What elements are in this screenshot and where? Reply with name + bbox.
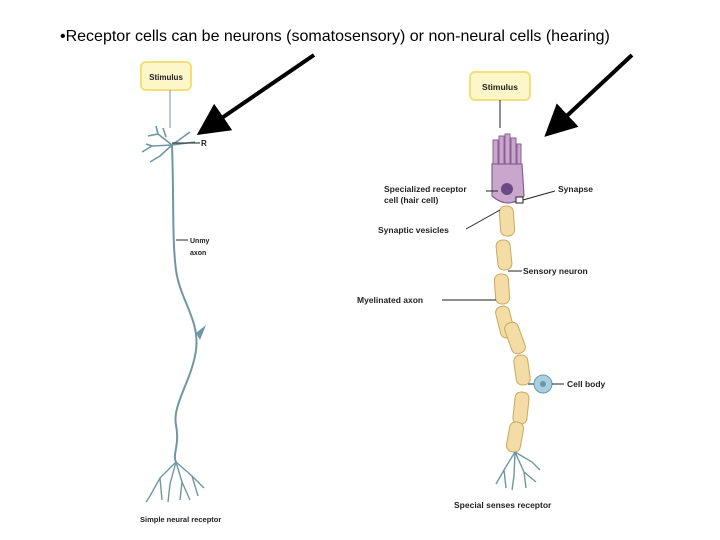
left-pointer-arrow	[196, 53, 316, 136]
slide-bullet-text: •Receptor cells can be neurons (somatose…	[60, 28, 610, 45]
right-figure: Stimulus	[357, 71, 606, 510]
receptor-cell-label-2: cell (hair cell)	[384, 195, 438, 205]
hair-cell-nucleus	[501, 183, 513, 195]
right-label-pointers	[442, 190, 564, 385]
left-axon-label-2: axon	[190, 250, 206, 257]
left-figure: Stimulus R Unmy axon	[140, 61, 221, 524]
synapse-box	[515, 196, 524, 204]
left-axon-branch	[196, 325, 206, 340]
left-axon-terminals	[145, 461, 205, 503]
left-receptor-label: R	[201, 139, 207, 148]
right-stimulus-label: Stimulus	[482, 82, 518, 92]
myelinated-axon-segments	[493, 205, 531, 453]
hair-cell-stereocilia	[492, 133, 522, 165]
left-caption: Simple neural receptor	[140, 515, 221, 524]
left-free-nerve-endings	[141, 125, 196, 163]
right-pointer-arrow	[544, 53, 634, 137]
myelinated-axon-label: Myelinated axon	[357, 295, 423, 305]
sensory-neuron-label: Sensory neuron	[523, 266, 588, 276]
synaptic-vesicles-label: Synaptic vesicles	[378, 225, 449, 235]
left-stimulus-label: Stimulus	[149, 73, 183, 82]
synapse-label: Synapse	[558, 184, 593, 194]
left-axon	[171, 144, 198, 463]
left-stimulus-box	[140, 61, 192, 91]
cell-body-label: Cell body	[567, 379, 606, 389]
receptor-cell-label-1: Specialized receptor	[384, 184, 467, 194]
right-caption: Special senses receptor	[454, 500, 552, 510]
right-axon-terminals	[495, 451, 541, 491]
left-axon-label-1: Unmy	[190, 238, 210, 245]
sensory-cell-nucleus	[540, 381, 546, 387]
